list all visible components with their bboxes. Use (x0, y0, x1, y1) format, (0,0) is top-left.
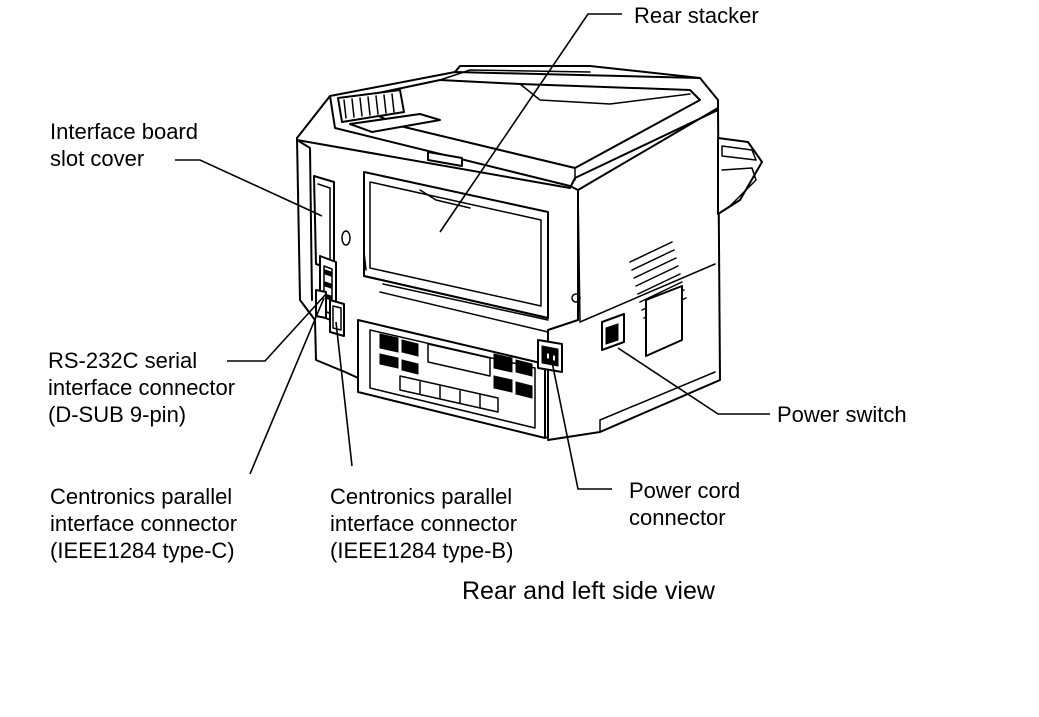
power-cord-connector-shape (537, 339, 563, 373)
label-power-cord-connector: Power cord connector (629, 477, 740, 531)
leader-power-switch (617, 347, 770, 415)
label-rear-stacker: Rear stacker (634, 2, 759, 29)
label-line: interface connector (48, 375, 236, 400)
label-line: Centronics parallel (330, 484, 513, 509)
label-line: slot cover (50, 146, 145, 171)
side-vents (629, 241, 687, 357)
label-interface-board-slot-cover: Interface board slot cover (50, 118, 198, 172)
side-output-tray (717, 137, 763, 215)
label-power-switch: Power switch (777, 401, 907, 428)
printer-body (296, 65, 763, 441)
figure-caption: Rear and left side view (462, 576, 715, 606)
leader-slot-cover (175, 159, 323, 217)
leader-power-cord (551, 361, 612, 490)
label-line: Centronics parallel (50, 484, 233, 509)
label-line: Power cord (629, 478, 741, 503)
label-centronics-type-c: Centronics parallel interface connector … (50, 483, 237, 564)
label-line: connector (629, 505, 726, 530)
label-line: (D-SUB 9-pin) (48, 402, 187, 427)
label-line: Power switch (777, 402, 907, 427)
leader-type-b (335, 321, 353, 467)
leader-rs232c (227, 293, 327, 362)
label-line: (IEEE1284 type-C) (50, 538, 235, 563)
label-rear-stacker-text: Rear stacker (634, 3, 759, 28)
label-line: (IEEE1284 type-B) (330, 538, 514, 563)
label-centronics-type-b: Centronics parallel interface connector … (330, 483, 517, 564)
printer-right-side (547, 107, 721, 441)
leader-rear-stacker (439, 13, 622, 233)
power-switch-shape (571, 293, 625, 351)
label-line: Interface board (50, 119, 198, 144)
caption-text: Rear and left side view (462, 577, 715, 605)
label-line: interface connector (330, 511, 518, 536)
rear-panel-vents (337, 89, 405, 123)
label-line: interface connector (50, 511, 238, 536)
leader-lines (175, 13, 770, 490)
interface-board-slot-cover (313, 175, 335, 271)
label-rs232c-connector: RS-232C serial interface connector (D-SU… (48, 347, 235, 428)
lower-tray-grid (379, 333, 533, 413)
label-line: RS-232C serial (48, 348, 198, 373)
leader-type-c (249, 297, 325, 475)
rear-connectors (315, 255, 345, 337)
